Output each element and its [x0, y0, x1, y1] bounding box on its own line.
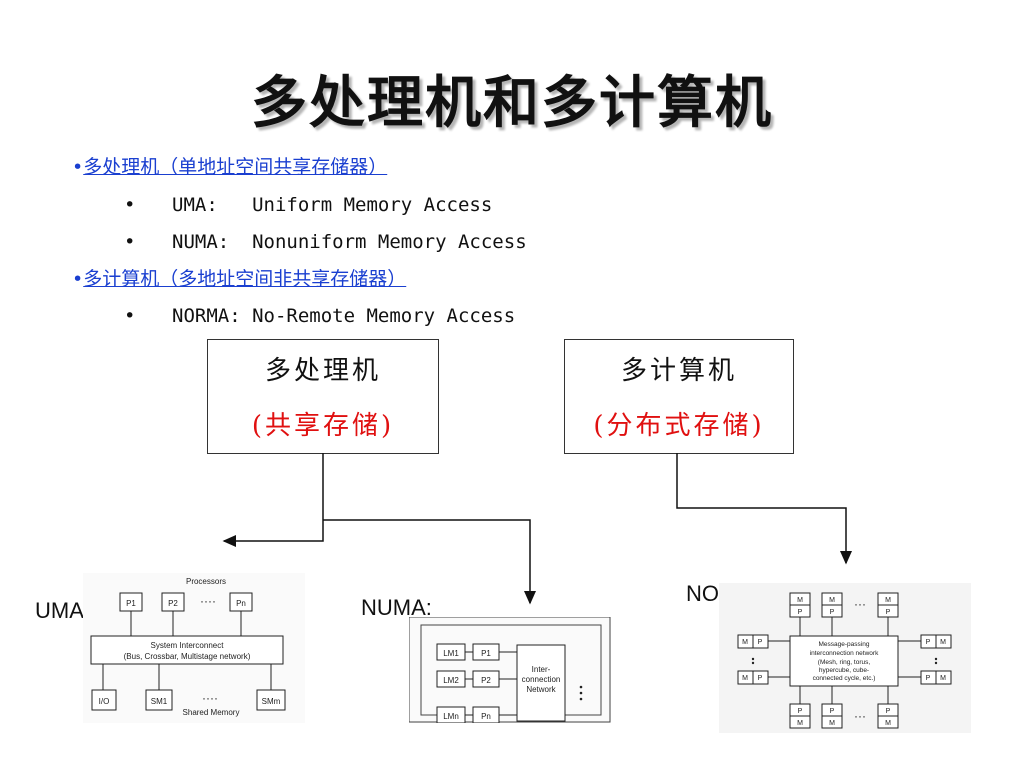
bullet-numa-desc: Nonuniform Memory Access: [252, 231, 527, 253]
diagram-node-label: M: [829, 720, 835, 727]
arrow-to-norma: [676, 453, 852, 565]
bullet-norma-term: NORMA:: [172, 305, 241, 327]
diagram-node-label: P: [758, 675, 763, 682]
multiprocessor-box: 多处理机 (共享存储): [207, 339, 439, 454]
numa-network-line3: Network: [526, 685, 556, 694]
diagram-node-label: P: [886, 609, 891, 616]
diagram-node-label: M: [885, 597, 891, 604]
uma-dots-top: ····: [200, 594, 216, 608]
diagram-node-label: P: [830, 708, 835, 715]
norma-diagram: M P M P ··· M P Message-passing intercon…: [719, 583, 971, 733]
diagram-node-label: P: [758, 639, 763, 646]
bullet-multicomputer: •多计算机（多地址空间非共享存储器）: [72, 264, 406, 291]
uma-interconnect-line1: System Interconnect: [151, 641, 225, 650]
diagram-node-label: P: [926, 639, 931, 646]
numa-lm2: LM2: [443, 676, 459, 685]
numa-lmn: LMn: [443, 712, 459, 721]
numa-diagram: LM1 P1 LM2 P2 LMn Pn Inter- connection N…: [409, 617, 611, 723]
diagram-node-label: M: [742, 675, 748, 682]
bullet-norma-desc: No-Remote Memory Access: [252, 305, 516, 327]
norma-dots-bottom: ···: [854, 709, 866, 723]
diagram-node-label: M: [797, 597, 803, 604]
slide-title: 多处理机和多计算机: [251, 71, 773, 136]
uma-processors-label: Processors: [186, 577, 226, 586]
bullet-uma-term: UMA:: [172, 194, 218, 216]
diagram-node-label: M: [940, 675, 946, 682]
uma-interconnect-line2: (Bus, Crossbar, Multistage network): [124, 652, 251, 661]
bullet-dot: •: [72, 156, 84, 178]
multicomputer-box: 多计算机 (分布式存储): [564, 339, 794, 454]
sub-bullet-dot: •: [124, 231, 136, 253]
bullet-norma: • NORMA: No-Remote Memory Access: [124, 305, 515, 327]
arrow-to-numa: [323, 519, 536, 605]
numa-lm1: LM1: [443, 649, 459, 658]
numa-p1: P1: [481, 649, 491, 658]
norma-network-line3: (Mesh, ring, torus,: [818, 659, 871, 666]
bullet-dot: •: [72, 268, 84, 290]
numa-network-line2: connection: [522, 675, 561, 684]
numa-label: NUMA:: [361, 595, 432, 620]
diagram-node-label: M: [885, 720, 891, 727]
norma-network-line1: Message-passing: [819, 641, 870, 648]
diagram-node-label: P: [798, 708, 803, 715]
bullet-uma: • UMA: Uniform Memory Access: [124, 194, 492, 216]
multicomputer-box-subtitle: (分布式存储): [593, 411, 765, 441]
diagram-node-label: M: [829, 597, 835, 604]
diagram-node-label: P: [886, 708, 891, 715]
multiprocessor-box-subtitle: (共享存储): [251, 411, 395, 441]
numa-p2: P2: [481, 676, 491, 685]
sub-bullet-dot: •: [124, 194, 136, 216]
bullet-numa: • NUMA: Nonuniform Memory Access: [124, 231, 527, 253]
norma-network-line2: interconnection network: [810, 650, 879, 657]
diagram-node-label: M: [742, 639, 748, 646]
uma-label: UMA:: [35, 598, 90, 623]
bullet-multicomputer-link[interactable]: 多计算机（多地址空间非共享存储器）: [83, 268, 407, 290]
uma-smm: SMm: [262, 697, 281, 706]
diagram-node-label: M: [797, 720, 803, 727]
sub-bullet-dot: •: [124, 305, 136, 327]
norma-dots-top: ···: [854, 597, 866, 611]
uma-pn: Pn: [236, 599, 246, 608]
diagram-node-label: P: [798, 609, 803, 616]
bullet-multiprocessor: •多处理机（单地址空间共享存储器）: [72, 152, 387, 179]
bullet-uma-desc: Uniform Memory Access: [252, 194, 493, 216]
uma-shared-memory-label: Shared Memory: [183, 708, 240, 717]
diagram-node-label: P: [830, 609, 835, 616]
diagram-node-label: P: [926, 675, 931, 682]
uma-sm1: SM1: [151, 697, 168, 706]
uma-io: I/O: [99, 697, 110, 706]
multiprocessor-box-title: 多处理机: [264, 356, 381, 386]
norma-network-line4: hypercube, cube-: [819, 667, 869, 674]
diagram-node-label: M: [940, 639, 946, 646]
bullet-multiprocessor-link[interactable]: 多处理机（单地址空间共享存储器）: [83, 156, 388, 178]
multicomputer-box-title: 多计算机: [620, 356, 737, 386]
bullet-numa-term: NUMA:: [172, 231, 230, 253]
uma-p1: P1: [126, 599, 136, 608]
uma-p2: P2: [168, 599, 178, 608]
uma-dots-bottom: ····: [202, 691, 218, 705]
arrow-to-uma: [222, 453, 324, 547]
uma-diagram: Processors P1 P2 ···· Pn System Intercon…: [83, 573, 305, 723]
numa-pn: Pn: [481, 712, 491, 721]
numa-network-line1: Inter-: [532, 665, 551, 674]
norma-network-line5: connected cycle, etc.): [813, 675, 876, 682]
